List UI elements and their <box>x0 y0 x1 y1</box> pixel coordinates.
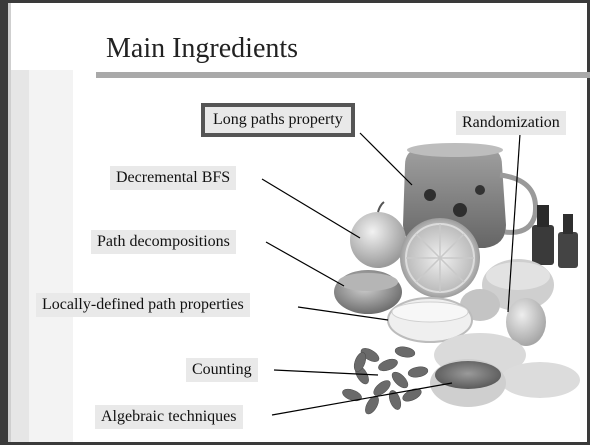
label-path-decompositions: Path decompositions <box>91 230 236 254</box>
label-locally-defined-path-properties: Locally-defined path properties <box>36 293 250 317</box>
label-randomization: Randomization <box>456 111 566 135</box>
label-algebraic-techniques: Algebraic techniques <box>95 405 243 429</box>
label-long-paths-property: Long paths property <box>201 103 355 137</box>
label-decremental-bfs: Decremental BFS <box>110 166 236 190</box>
label-counting: Counting <box>186 358 258 382</box>
